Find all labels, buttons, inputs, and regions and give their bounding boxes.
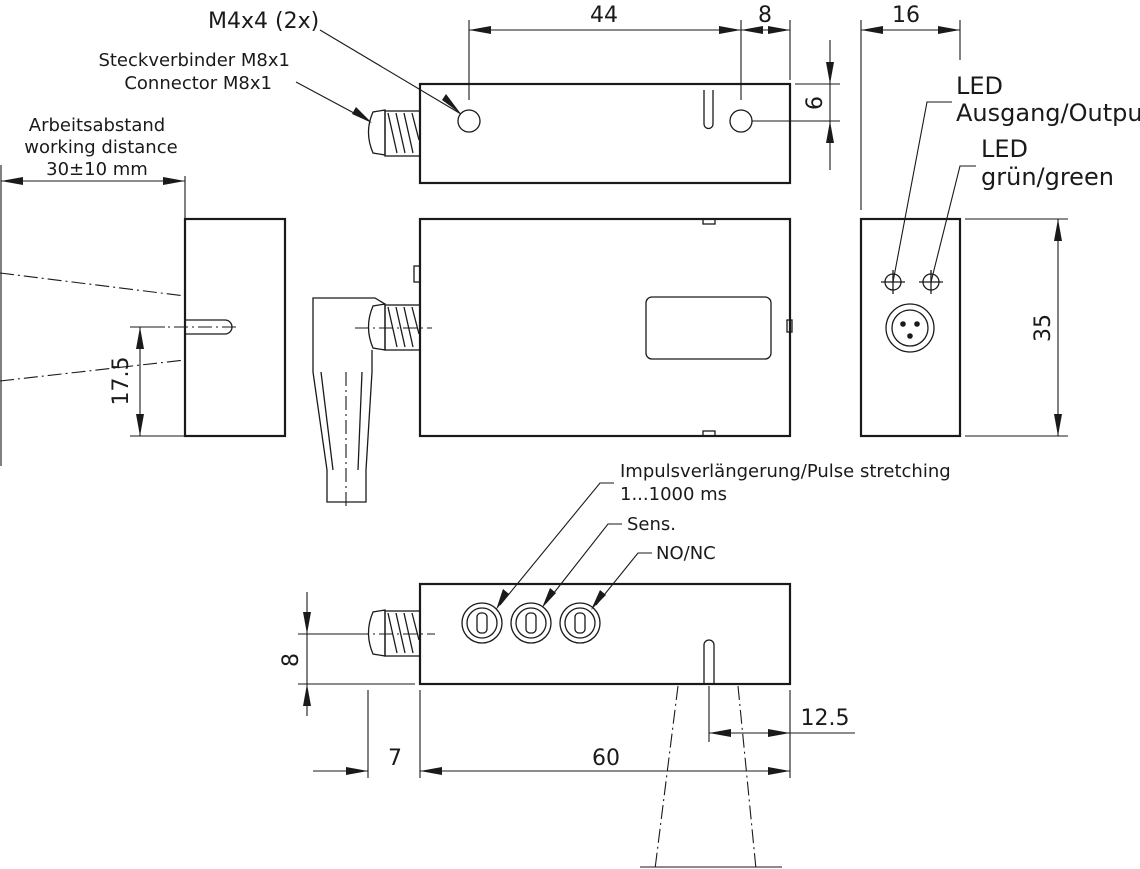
dim-12-5: 12.5 [801,706,850,731]
dimension-lines [1,20,1068,778]
bottom-view-body [418,582,792,686]
beam-down-right [737,685,757,869]
connector-top-view [367,109,421,157]
connector-label-de: Steckverbinder M8x1 [98,50,290,71]
top-view [367,82,792,185]
right-side-view [859,217,962,438]
front-view-body [418,217,792,438]
dim-8-left: 8 [279,653,304,667]
dim-7: 7 [388,746,402,771]
distance-label-en: working distance [24,137,177,158]
dim-17-5: 17.5 [109,357,134,406]
right-view-body [859,217,962,438]
led-output-label-1: LED [956,72,1003,100]
beam-lower [0,359,186,382]
leader-lines [295,29,976,610]
connector-bottom-view [367,609,421,657]
angled-connector-cable [312,297,421,510]
dim-16: 16 [892,3,920,28]
dim-60: 60 [592,746,620,771]
distance-value: 30±10 mm [46,159,148,180]
dim-35: 35 [1031,314,1056,342]
pulse-stretching-label: Impulsverlängerung/Pulse stretching [620,461,951,482]
dim-6: 6 [803,96,828,110]
connector-label-en: Connector M8x1 [124,73,272,94]
dim-44: 44 [590,3,618,28]
m8-connector-socket-icon [885,303,935,353]
mount-holes-label: M4x4 (2x) [208,9,319,34]
distance-label-de: Arbeitsabstand [29,115,165,136]
sensitivity-label: Sens. [627,514,676,535]
front-view [312,217,793,510]
top-slot [703,90,714,130]
display-window [645,296,772,360]
mount-hole-left [457,109,481,133]
led-output-label-2: Ausgang/Output [956,99,1140,127]
pulse-range-label: 1...1000 ms [620,484,727,505]
left-side-view [0,165,287,466]
led-green-label-2: grün/green [981,163,1114,191]
beam-upper [0,272,186,297]
beam-down-left [654,685,679,869]
top-view-body [418,82,792,185]
no-nc-label: NO/NC [656,543,716,564]
led-green-label-1: LED [981,135,1028,163]
switch-no-nc-icon [559,602,601,644]
potentiometer-pulse-stretching-icon [461,602,503,644]
potentiometer-sensitivity-icon [510,602,552,644]
bottom-slot [703,639,715,684]
dim-8-top: 8 [758,3,772,28]
mount-hole-right [729,109,753,133]
bottom-view [355,582,792,869]
text-labels: M4x4 (2x) Steckverbinder M8x1 Connector … [24,3,1140,771]
